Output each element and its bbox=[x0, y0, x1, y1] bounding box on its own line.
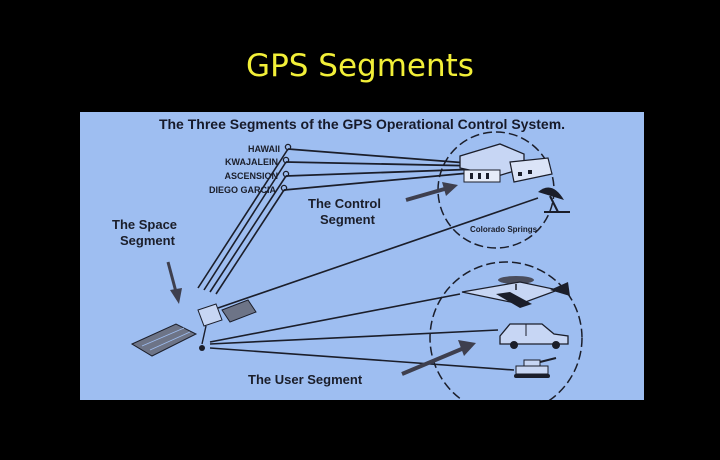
space-arrow-icon bbox=[166, 261, 182, 304]
user-arrow-icon bbox=[401, 340, 476, 376]
aircraft-icon bbox=[461, 276, 570, 308]
diagram-drawing: HAWAII KWAJALEIN ASCENSION DIEGO GARCIA … bbox=[112, 131, 583, 400]
control-segment-label-line1: The Control bbox=[308, 196, 381, 211]
satellite-tracking-lines bbox=[197, 148, 289, 295]
antenna-icon bbox=[282, 170, 290, 178]
station-uplink-lines bbox=[283, 148, 481, 191]
control-building-icon bbox=[459, 143, 553, 183]
satellite-control-line bbox=[217, 197, 539, 309]
control-segment-label-line2: Segment bbox=[320, 212, 376, 227]
slide-title: GPS Segments bbox=[246, 48, 474, 84]
antenna-icon bbox=[280, 184, 288, 192]
station-label-diego-garcia: DIEGO GARCIA bbox=[209, 185, 277, 195]
user-segment-circle bbox=[429, 261, 583, 400]
station-label-kwajalein: KWAJALEIN bbox=[225, 157, 278, 167]
car-icon bbox=[499, 323, 569, 349]
station-label-hawaii: HAWAII bbox=[248, 144, 280, 154]
gps-satellite-icon bbox=[130, 299, 257, 357]
user-segment-label: The User Segment bbox=[248, 372, 363, 387]
antenna-icon bbox=[284, 143, 292, 151]
user-downlink-lines bbox=[209, 293, 515, 371]
antenna-icon bbox=[282, 156, 290, 164]
tank-icon bbox=[514, 357, 557, 378]
gps-diagram: The Three Segments of the GPS Operationa… bbox=[80, 112, 644, 400]
antenna-icons bbox=[280, 143, 292, 192]
station-label-ascension: ASCENSION bbox=[224, 171, 278, 181]
satellite-dish-icon bbox=[538, 187, 570, 213]
diagram-title: The Three Segments of the GPS Operationa… bbox=[158, 116, 566, 132]
space-segment-label-line1: The Space bbox=[112, 217, 177, 232]
control-arrow-icon bbox=[405, 182, 458, 202]
space-segment-label-line2: Segment bbox=[120, 233, 176, 248]
control-location-label: Colorado Springs bbox=[470, 225, 538, 234]
